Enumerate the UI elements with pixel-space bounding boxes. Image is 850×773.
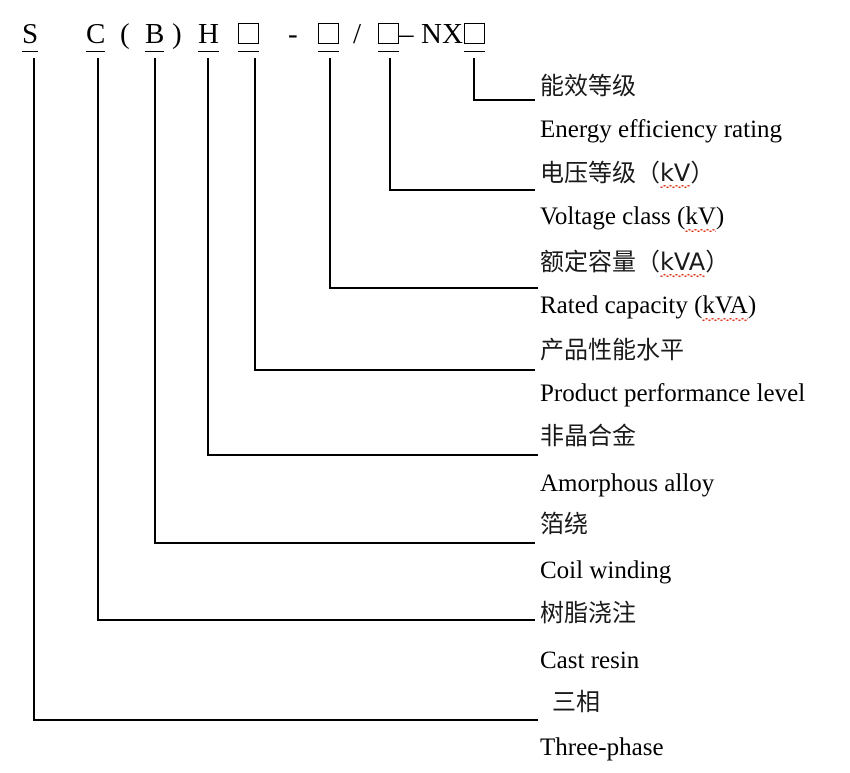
leader-line-coil-winding — [154, 58, 535, 544]
leader-line-three-phase — [33, 58, 538, 721]
label-voltage-class-en: Voltage class (kV) — [540, 203, 725, 232]
leader-line-rated-capacity — [329, 58, 538, 289]
leader-line-product-performance-level — [254, 58, 535, 371]
label-three-phase-en: Three-phase — [540, 734, 664, 761]
code-token-letter-1: C — [86, 18, 106, 52]
leader-line-cast-resin — [97, 58, 535, 621]
code-token-paren-4: ) — [172, 18, 182, 50]
spellcheck-underline: kVA — [660, 248, 706, 277]
code-token-box-8 — [318, 20, 339, 52]
code-token-box-6 — [238, 20, 259, 52]
label-three-phase-zh: 三相 — [552, 688, 600, 716]
leader-line-amorphous-alloy — [207, 58, 538, 456]
code-token-box-10 — [378, 20, 399, 52]
label-coil-winding-zh: 箔绕 — [540, 510, 588, 538]
label-amorphous-alloy-en: Amorphous alloy — [540, 470, 715, 497]
label-rated-capacity-zh: 额定容量（kVA） — [540, 248, 730, 277]
label-product-performance-level-en: Product performance level — [540, 380, 806, 407]
label-voltage-class-zh: 电压等级（kV） — [540, 159, 715, 188]
code-token-letter-5: H — [198, 18, 219, 52]
leader-line-energy-efficiency-rating — [473, 58, 535, 101]
code-token-dash-11: – — [399, 18, 414, 50]
placeholder-box-icon — [238, 23, 259, 44]
label-product-performance-level-zh: 产品性能水平 — [540, 336, 684, 364]
model-code-formula: S C ( B) H - / –NX — [0, 0, 850, 58]
code-token-dash-7: - — [288, 18, 298, 50]
placeholder-box-icon — [464, 23, 485, 44]
spellcheck-underline: kV — [660, 159, 691, 188]
code-token-letter-3: B — [145, 18, 165, 52]
code-token-letter-12: NX — [421, 18, 463, 50]
code-token-letter-0: S — [22, 18, 39, 52]
leader-line-voltage-class — [389, 58, 535, 191]
placeholder-box-icon — [318, 23, 339, 44]
label-cast-resin-en: Cast resin — [540, 647, 640, 674]
code-token-box-13 — [464, 20, 485, 52]
label-energy-efficiency-rating-zh: 能效等级 — [540, 72, 636, 100]
spellcheck-underline: kVA — [702, 292, 749, 321]
label-cast-resin-zh: 树脂浇注 — [540, 599, 636, 627]
label-amorphous-alloy-zh: 非晶合金 — [540, 422, 636, 450]
placeholder-box-icon — [378, 23, 399, 44]
spellcheck-underline: kV — [685, 203, 716, 232]
label-rated-capacity-en: Rated capacity (kVA) — [540, 292, 757, 321]
label-energy-efficiency-rating-en: Energy efficiency rating — [540, 116, 783, 143]
code-token-slash-9: / — [353, 18, 362, 50]
code-token-paren-2: ( — [120, 18, 130, 50]
label-coil-winding-en: Coil winding — [540, 557, 672, 584]
